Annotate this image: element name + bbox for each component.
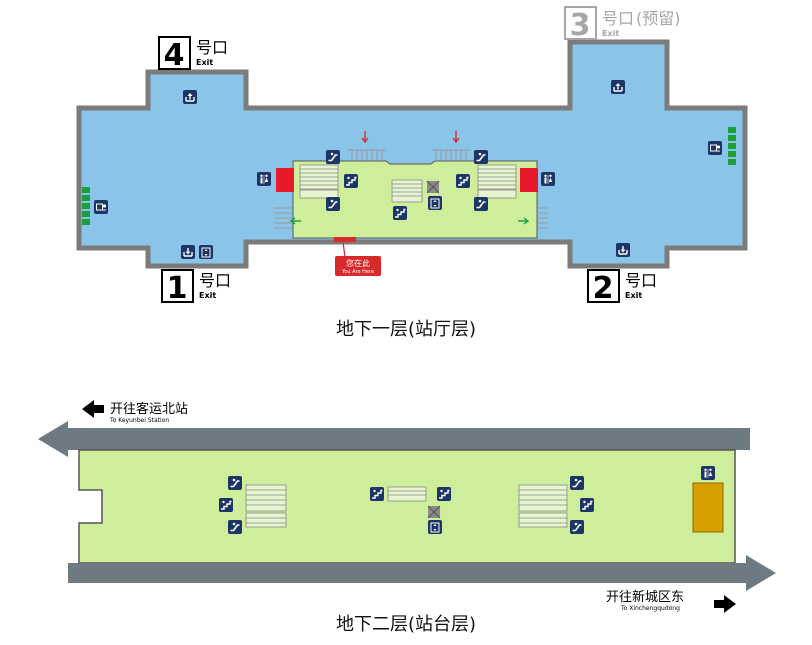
escalator-sign-icon	[325, 149, 341, 165]
escalator-sign-icon	[473, 196, 489, 212]
svg-text:号口: 号口	[196, 38, 228, 57]
platform-toilet-block	[692, 482, 724, 533]
westbound-track-arrow	[38, 421, 750, 457]
platform-stair-icon	[579, 497, 595, 513]
arrow-left-icon	[82, 400, 104, 418]
escalator-sign-icon	[473, 149, 489, 165]
platform-escalator-icon	[227, 475, 243, 491]
station-office-right	[520, 168, 538, 192]
you-are-here-label-cn: 您在此	[346, 258, 370, 268]
concourse-caption: 地下一层(站厅层)	[336, 319, 476, 340]
stair-sign-icon	[455, 173, 471, 189]
exit-3-up-icon	[610, 79, 626, 95]
platform-escalator-icon	[227, 519, 243, 535]
platform-stairs-center	[387, 486, 427, 502]
exit-1-down-icon	[180, 244, 196, 260]
ticket-machine-left-icon	[93, 199, 109, 215]
exit-4-up-icon	[182, 89, 198, 105]
escalator-sign-icon	[325, 196, 341, 212]
stair-sign-icon	[392, 205, 408, 221]
exit-4-label: 4 号口 Exit	[158, 36, 228, 73]
svg-text:Exit: Exit	[196, 58, 213, 67]
svg-text:(预留): (预留)	[636, 9, 681, 28]
svg-text:开往客运北站: 开往客运北站	[110, 401, 188, 417]
svg-text:号口: 号口	[602, 9, 634, 28]
platform-area	[78, 449, 736, 564]
svg-text:2: 2	[593, 271, 614, 306]
you-are-here-pointer	[342, 241, 346, 258]
exit-3-label: 3 号口 (预留) Exit	[564, 6, 681, 43]
toilet-left-icon	[257, 172, 271, 186]
svg-text:3: 3	[570, 8, 591, 43]
concourse-stairs-right	[477, 164, 517, 199]
fare-gates-sides	[274, 207, 548, 229]
arrow-right-icon	[714, 595, 736, 613]
svg-text:Exit: Exit	[625, 291, 642, 300]
you-are-here-label-en: You Are Here	[341, 269, 374, 275]
platform-escalator-icon	[569, 475, 585, 491]
direction-west-label: 开往客运北站 To Keyunbei Station	[82, 400, 188, 424]
svg-text:4: 4	[164, 38, 185, 73]
svg-text:开往新城区东: 开往新城区东	[606, 589, 684, 605]
svg-text:Exit: Exit	[602, 29, 619, 38]
station-office-left	[276, 168, 294, 192]
ticket-machine-right-icon	[707, 140, 723, 156]
direction-east-label: 开往新城区东 To Xinchengqudong	[606, 589, 736, 613]
svg-text:To Xinchengqudong: To Xinchengqudong	[620, 605, 680, 612]
elevator-sign-icon	[427, 195, 443, 211]
platform-escalator-icon	[569, 519, 585, 535]
exit-2-down-icon	[615, 242, 631, 258]
platform-stair-icon	[218, 497, 234, 513]
exit-1-label: 1 号口 Exit	[161, 269, 231, 306]
platform-stairs-right	[518, 484, 568, 528]
platform-toilet-icon	[701, 466, 715, 480]
concourse-stairs-left	[299, 164, 339, 199]
platform-caption: 地下二层(站台层)	[336, 614, 476, 635]
exit-2-label: 2 号口 Exit	[587, 269, 657, 306]
svg-text:号口: 号口	[625, 271, 657, 290]
concourse-outline	[76, 39, 748, 269]
platform-floor-plan	[38, 421, 776, 591]
toilet-right-icon	[541, 172, 555, 186]
gate-left-wall	[82, 187, 90, 225]
concourse-stairs-center	[391, 179, 423, 203]
concourse-floor-plan: 您在此 You Are Here	[76, 39, 748, 276]
platform-elevator-icon	[427, 519, 443, 535]
stair-sign-icon	[343, 173, 359, 189]
svg-text:Exit: Exit	[199, 291, 216, 300]
platform-stair-icon	[369, 486, 385, 502]
fare-gates-top	[348, 149, 470, 161]
eastbound-track-arrow	[68, 555, 776, 591]
platform-elevator-shaft-icon	[427, 505, 441, 519]
exit-arrows	[289, 217, 530, 225]
exit-1-lift-icon	[198, 244, 214, 260]
you-are-here-marker	[334, 237, 356, 242]
platform-stairs-left	[245, 484, 287, 528]
elevator-shaft-icon	[426, 180, 440, 194]
you-are-here-badge	[335, 256, 381, 276]
entry-arrows	[361, 131, 460, 144]
gate-right-wall	[728, 127, 736, 165]
svg-text:1: 1	[167, 271, 188, 306]
svg-text:号口: 号口	[199, 271, 231, 290]
svg-text:To Keyunbei Station: To Keyunbei Station	[109, 417, 169, 424]
platform-stair-icon	[436, 486, 452, 502]
